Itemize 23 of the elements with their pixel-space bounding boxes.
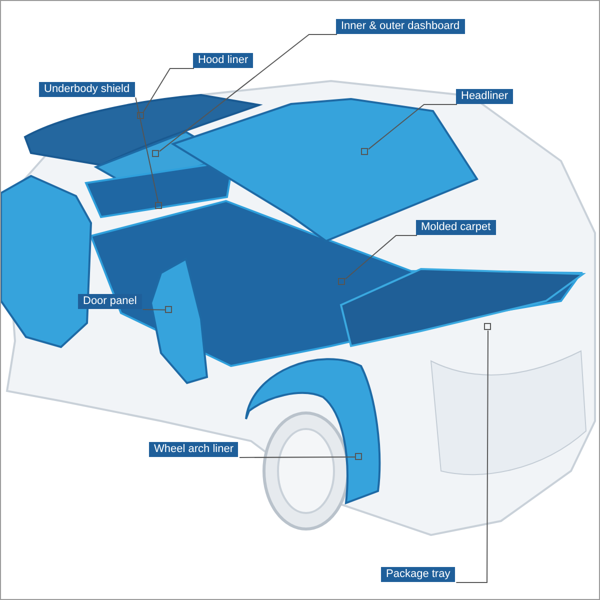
leader-line — [135, 97, 159, 203]
leader-line — [159, 34, 338, 152]
leader-line — [368, 104, 458, 150]
leader-line — [456, 330, 488, 583]
marker-square — [136, 112, 144, 118]
callout-label: Package tray — [381, 567, 456, 582]
marker-square — [360, 148, 368, 154]
marker-square — [152, 150, 158, 156]
leader-line — [142, 68, 194, 113]
callout-label: Headliner — [456, 89, 514, 104]
marker-square — [154, 202, 162, 208]
marker-square — [484, 322, 490, 330]
callout-label: Door panel — [78, 294, 142, 309]
leader-line — [345, 235, 418, 280]
callout-label: Underbody shield — [39, 82, 135, 97]
callout-label: Molded carpet — [416, 220, 496, 235]
callout-label: Wheel arch liner — [149, 442, 238, 457]
callout-label: Hood liner — [193, 53, 254, 68]
marker-square — [164, 306, 172, 312]
leader-line — [142, 309, 166, 310]
callout-label: Inner & outer dashboard — [336, 19, 465, 34]
marker-square — [338, 278, 344, 284]
marker-square — [354, 452, 362, 460]
